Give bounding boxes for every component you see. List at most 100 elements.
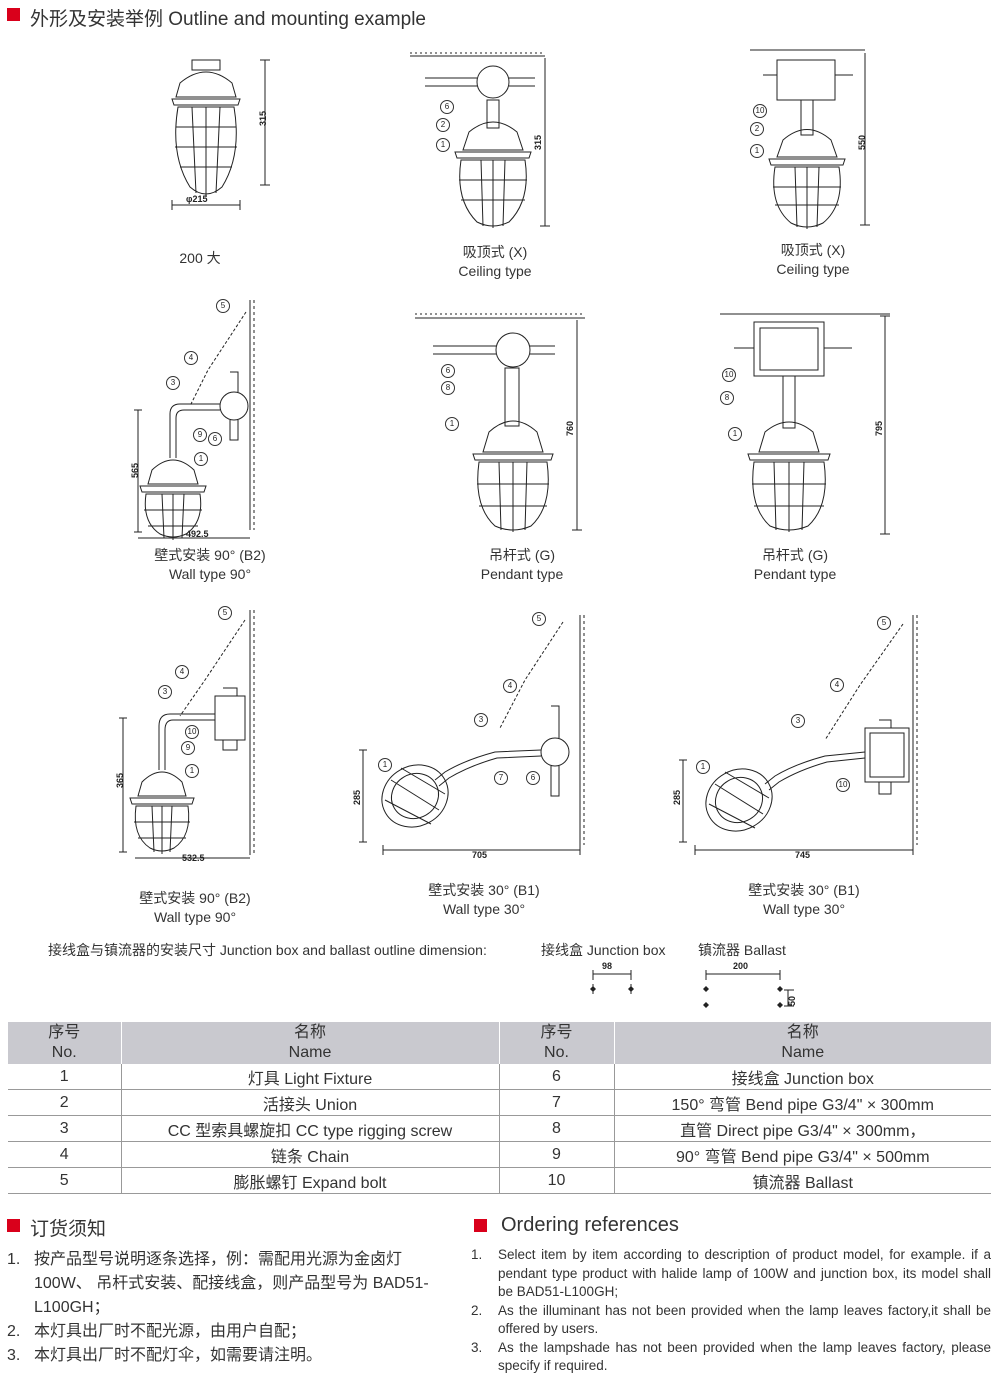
junction-dimension-label: 接线盒与镇流器的安装尺寸 Junction box and ballast ou… [48,942,487,958]
figure-9-caption: 壁式安装 30° (B1) Wall type 30° [724,881,884,919]
item-number: 2. [471,1302,483,1318]
cell-name: 150° 弯管 Bend pipe G3/4" × 300mm [614,1089,991,1116]
figure-fixture-outline [150,55,280,215]
caption-en: Wall type 30° [442,901,526,917]
item-number: 3. [471,1339,483,1355]
figure-ceiling-square [745,45,875,230]
callout-6: 6 [441,364,455,378]
ordering-cn-list: 1.按产品型号说明逐条选择，例：需配用光源为金卤灯 100W、 吊杆式安装、配接… [7,1248,447,1368]
dim-f3-height: 550 [857,134,867,150]
ordering-en-list: 1.Select item by item according to descr… [471,1246,991,1376]
callout-3: 3 [791,714,805,728]
caption-en: Pendant type [480,566,564,582]
callout-5: 5 [877,616,891,630]
header-no-cn: 序号 [48,1024,81,1041]
caption-en: Wall type 30° [762,901,846,917]
item-text: As the illuminant has not been provided … [498,1302,991,1337]
dim-f7-height: 365 [115,772,125,788]
list-item: 2. As the illuminant has not been provide… [471,1302,991,1339]
callout-5: 5 [218,606,232,620]
figure-wall-90-round [130,300,270,545]
caption-cn: 壁式安装 30° (B1) [428,882,540,898]
caption-en: Wall type 90° [153,909,237,925]
caption-en: Pendant type [753,566,837,582]
figure-wall-30-square [675,610,925,865]
caption-cn: 吸顶式 (X) [780,242,846,258]
callout-10: 10 [753,104,767,118]
caption-en: Ceiling type [458,263,532,279]
list-item: 2.本灯具出厂时不配光源，由用户自配； [7,1320,447,1344]
dim-f4-height: 565 [130,462,140,478]
callout-1: 1 [445,417,459,431]
callout-10: 10 [185,725,199,739]
callout-1: 1 [185,764,199,778]
cell-no: 5 [8,1167,122,1194]
item-number: 3. [7,1347,21,1364]
ballast-label: 镇流器 Ballast [698,942,786,958]
dim-junction-box: 98 [602,961,613,971]
figure-pendant-round [415,310,590,535]
callout-3: 3 [474,713,488,727]
callout-6: 6 [208,432,222,446]
dim-ballast-height: 50 [787,995,797,1006]
figure-5-caption: 吊杆式 (G) Pendant type [462,546,582,584]
cell-no: 6 [499,1064,615,1090]
ballast-mounting-diagram [703,968,808,1008]
junction-box-label: 接线盒 Junction box [541,942,666,958]
callout-6: 6 [440,100,454,114]
callout-1: 1 [728,427,742,441]
figure-8-caption: 壁式安装 30° (B1) Wall type 30° [404,881,564,919]
callout-4: 4 [175,665,189,679]
list-item: 1.按产品型号说明逐条选择，例：需配用光源为金卤灯 100W、 吊杆式安装、配接… [7,1248,447,1320]
cell-no: 10 [499,1167,615,1194]
cell-name: CC 型索具螺旋扣 CC type rigging screw [121,1115,500,1142]
figure-7-caption: 壁式安装 90° (B2) Wall type 90° [115,889,275,927]
figure-1-caption: 200 大 [150,249,250,268]
callout-3: 3 [166,376,180,390]
table-row: 5 膨胀螺钉 Expand bolt 10 镇流器 Ballast [8,1167,991,1194]
header-name-en: Name [288,1044,332,1061]
cell-name: 活接头 Union [121,1089,500,1116]
cell-name: 直管 Direct pipe G3/4" × 300mm， [614,1115,991,1142]
callout-1: 1 [750,144,764,158]
header-name-en: Name [781,1044,825,1061]
list-item: 3.As the lampshade has not been provided… [471,1339,991,1376]
cell-no: 3 [8,1115,122,1142]
callout-10: 10 [836,778,850,792]
callout-9: 9 [193,428,207,442]
figure-ceiling-round [405,50,565,230]
section-marker-icon [7,1219,20,1232]
dim-f1-height: 315 [258,110,268,126]
cell-name: 膨胀螺钉 Expand bolt [121,1167,500,1194]
table-row: 2 活接头 Union 7 150° 弯管 Bend pipe G3/4" × … [8,1089,991,1116]
table-row: 3 CC 型索具螺旋扣 CC type rigging screw 8 直管 D… [8,1115,991,1142]
header-no-en: No. [544,1044,569,1061]
callout-9: 9 [181,741,195,755]
cell-no: 7 [499,1089,615,1116]
table-row: 1 灯具 Light Fixture 6 接线盒 Junction box [8,1064,991,1090]
dim-f1-diameter: φ215 [186,194,208,204]
item-text: 本灯具出厂时不配光源，由用户自配； [34,1323,307,1340]
cell-name: 镇流器 Ballast [614,1167,991,1194]
callout-4: 4 [830,678,844,692]
dim-f9-height: 285 [672,789,682,805]
item-text: Select item by item according to descrip… [498,1247,991,1299]
callout-5: 5 [216,299,230,313]
header-name-cn: 名称 [293,1024,326,1041]
dim-f4-width: 492.5 [186,529,209,539]
dim-f2-height: 315 [533,134,543,150]
junction-box-mounting-diagram [590,968,634,998]
caption-cn: 吊杆式 (G) [488,547,556,563]
header-name-1: 名称 Name [121,1022,500,1064]
caption-cn: 壁式安装 30° (B1) [748,882,860,898]
callout-1: 1 [194,452,208,466]
figure-wall-90-square [115,610,260,865]
callout-7: 7 [494,771,508,785]
dim-ballast-width: 200 [733,961,749,971]
caption-en: Ceiling type [776,261,850,277]
caption-cn: 吸顶式 (X) [462,244,528,260]
cell-no: 2 [8,1089,122,1116]
